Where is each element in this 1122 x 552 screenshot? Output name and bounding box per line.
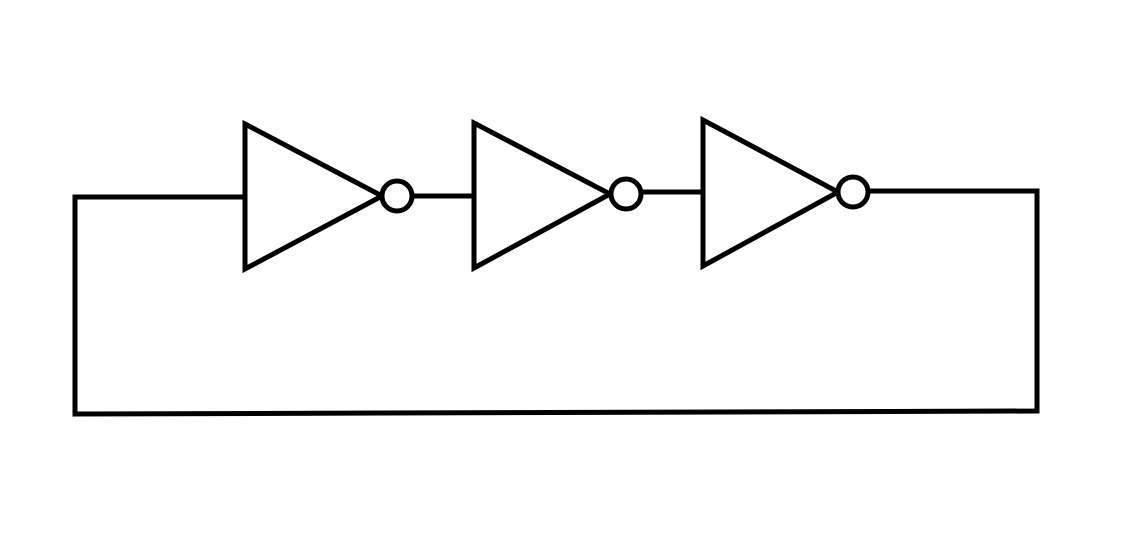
- inverter-3: [700, 115, 871, 271]
- inverter-1-bubble: [379, 178, 415, 214]
- inverter-3-bubble: [835, 174, 871, 210]
- feedback-wire: [72, 188, 1040, 417]
- inverter-2: [471, 118, 644, 273]
- inverter-1: [242, 119, 415, 274]
- inverter-3-triangle: [700, 115, 844, 271]
- inverter-2-bubble: [608, 176, 644, 212]
- inverter-1-triangle: [242, 119, 388, 274]
- inverter-2-triangle: [471, 118, 616, 273]
